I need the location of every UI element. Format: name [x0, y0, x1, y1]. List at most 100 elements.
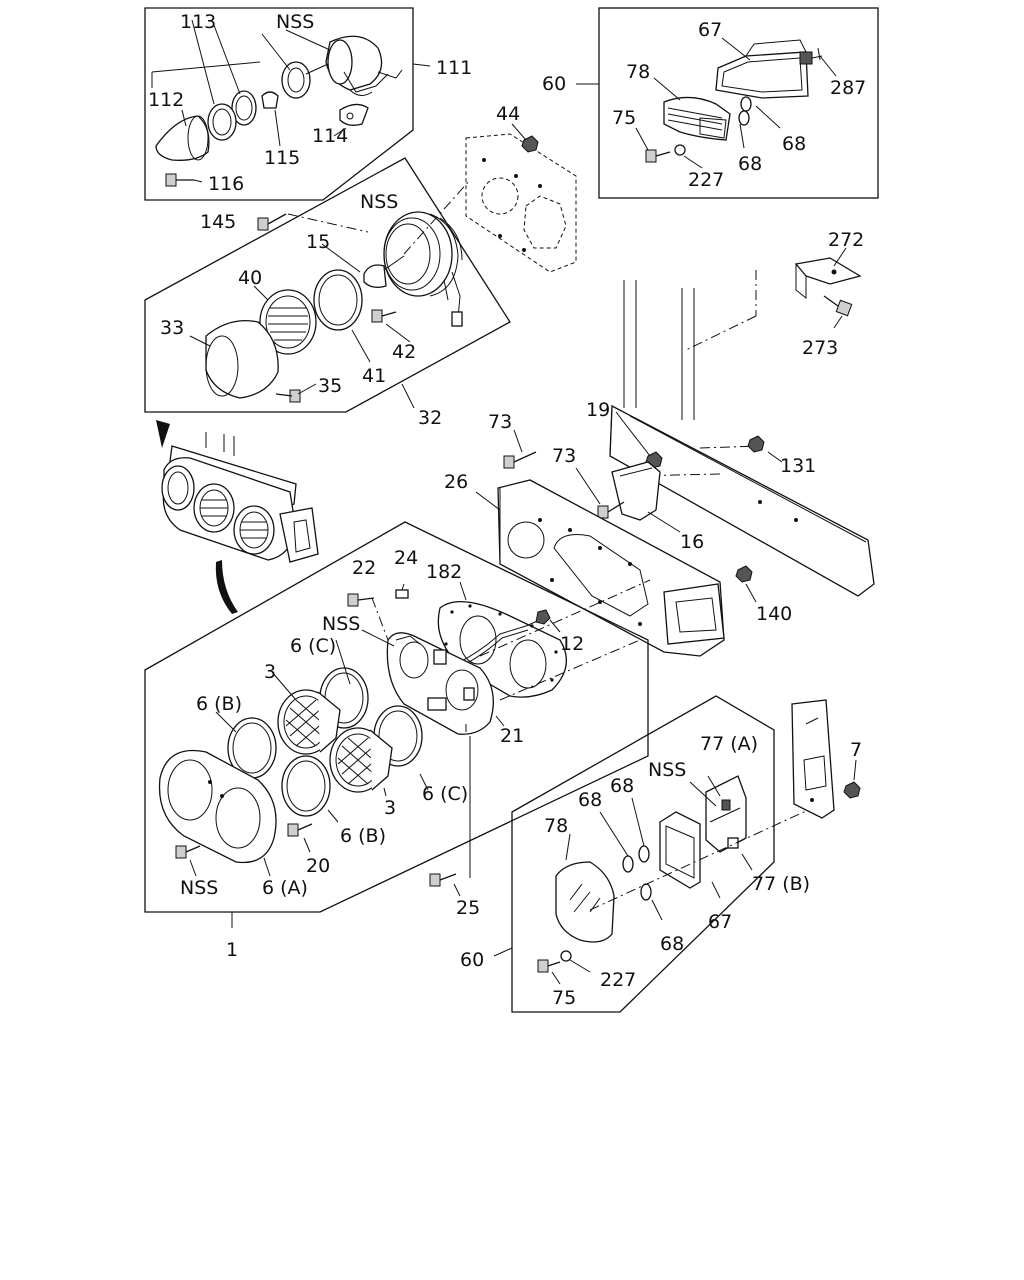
callout-16: 16: [680, 531, 704, 553]
screw-75-top: [645, 144, 686, 163]
callout-112: 112: [148, 89, 184, 111]
callout-73-a: 73: [488, 411, 512, 433]
nut-140: [735, 565, 757, 603]
callout-68-br-b: 68: [610, 775, 634, 797]
bolt-273: [823, 295, 853, 329]
callout-40: 40: [238, 267, 262, 289]
callout-nss-bot: NSS: [180, 877, 218, 899]
callout-145: 145: [200, 211, 236, 233]
bulb-15: [363, 255, 405, 288]
callout-131: 131: [780, 455, 816, 477]
callout-7: 7: [850, 739, 862, 761]
callout-6a: 6 (A): [262, 877, 308, 899]
ring-6B-b: [281, 755, 331, 817]
screw-42: [371, 309, 397, 323]
callout-73-b: 73: [552, 445, 576, 467]
callout-67-top: 67: [698, 19, 722, 41]
lamp-body-nss-mid: [383, 211, 463, 327]
callout-24: 24: [394, 547, 418, 569]
callout-227-br: 227: [600, 969, 636, 991]
callout-77b: 77 (B): [752, 873, 810, 895]
callout-182: 182: [426, 561, 462, 583]
gasket-182: [437, 601, 568, 698]
callout-111: 111: [436, 57, 472, 79]
callout-227-top: 227: [688, 169, 724, 191]
callout-287: 287: [830, 77, 866, 99]
screw-22: [347, 593, 375, 607]
ring-41: [313, 269, 363, 331]
callout-6b-a: 6 (B): [196, 693, 242, 715]
callout-6c-b: 6 (C): [422, 783, 468, 805]
bulbs-68-top: [738, 96, 752, 126]
assembled-lamp-view: [156, 420, 319, 614]
gasket-114: [339, 103, 369, 126]
chassis-frame: [609, 270, 875, 597]
callout-114: 114: [312, 125, 348, 147]
screw-145: [257, 213, 287, 231]
screw-75-bottom: [537, 950, 572, 973]
connector-287: [799, 47, 823, 65]
screw-116: [165, 173, 203, 187]
bracket-77: [705, 775, 747, 853]
callout-41: 41: [362, 365, 386, 387]
callout-nss-top: NSS: [276, 11, 314, 33]
mount-plate-26: [475, 479, 725, 657]
side-plate-7: [791, 699, 861, 819]
bracket-16: [611, 461, 681, 533]
nut-7: [843, 781, 861, 799]
callout-15: 15: [306, 231, 330, 253]
lens-40: [259, 289, 317, 355]
callout-68-br-c: 68: [660, 933, 684, 955]
callout-6b-b: 6 (B): [340, 825, 386, 847]
bolts-73: [503, 429, 625, 519]
bolt-12: [535, 609, 561, 633]
seal-113: [231, 90, 257, 126]
lens-ring: [207, 103, 237, 141]
nut-131: [747, 435, 765, 453]
callout-78-br: 78: [544, 815, 568, 837]
lamp-frame-67-bottom: [659, 811, 701, 889]
lens-112: [155, 115, 210, 161]
callout-42: 42: [392, 341, 416, 363]
callout-60-top: 60: [542, 73, 566, 95]
callout-32: 32: [418, 407, 442, 429]
lamp-frame-67: [715, 39, 809, 99]
sealed-beam-3b: [329, 727, 393, 793]
callout-115: 115: [264, 147, 300, 169]
housing-21: [386, 632, 494, 735]
bezel-6A: [158, 749, 277, 864]
callout-6c-a: 6 (C): [290, 635, 336, 657]
callout-67-br: 67: [708, 911, 732, 933]
callout-20: 20: [306, 855, 330, 877]
callout-140: 140: [756, 603, 792, 625]
callout-116: 116: [208, 173, 244, 195]
callout-75-br: 75: [552, 987, 576, 1009]
callout-68-top-b: 68: [738, 153, 762, 175]
lens-78-top: [663, 96, 731, 141]
callout-25: 25: [456, 897, 480, 919]
callout-77a: 77 (A): [700, 733, 758, 755]
callout-labels: 113 NSS 111 112 114 115 116 67 60 78 287…: [148, 11, 866, 1009]
mount-plate-top: [465, 123, 577, 273]
callout-35: 35: [318, 375, 342, 397]
callout-68-br-a: 68: [578, 789, 602, 811]
callout-44: 44: [496, 103, 520, 125]
lens-78-bottom: [555, 861, 615, 943]
screw-nss-bot: [175, 845, 201, 859]
group-1: [144, 521, 651, 928]
callout-60-br: 60: [460, 949, 484, 971]
callout-272: 272: [828, 229, 864, 251]
sealed-beam-3a: [277, 689, 341, 755]
stud-24: [395, 583, 409, 599]
callout-nss-br: NSS: [648, 759, 686, 781]
group-60-bottom: [493, 695, 831, 1013]
callout-nss-lamp: NSS: [322, 613, 360, 635]
socket-grommet: [281, 61, 329, 99]
callout-78-top: 78: [626, 61, 650, 83]
group-111: [144, 7, 431, 201]
callout-12: 12: [560, 633, 584, 655]
screw-20: [287, 823, 313, 837]
bracket-272: [794, 247, 862, 300]
callout-26: 26: [444, 471, 468, 493]
